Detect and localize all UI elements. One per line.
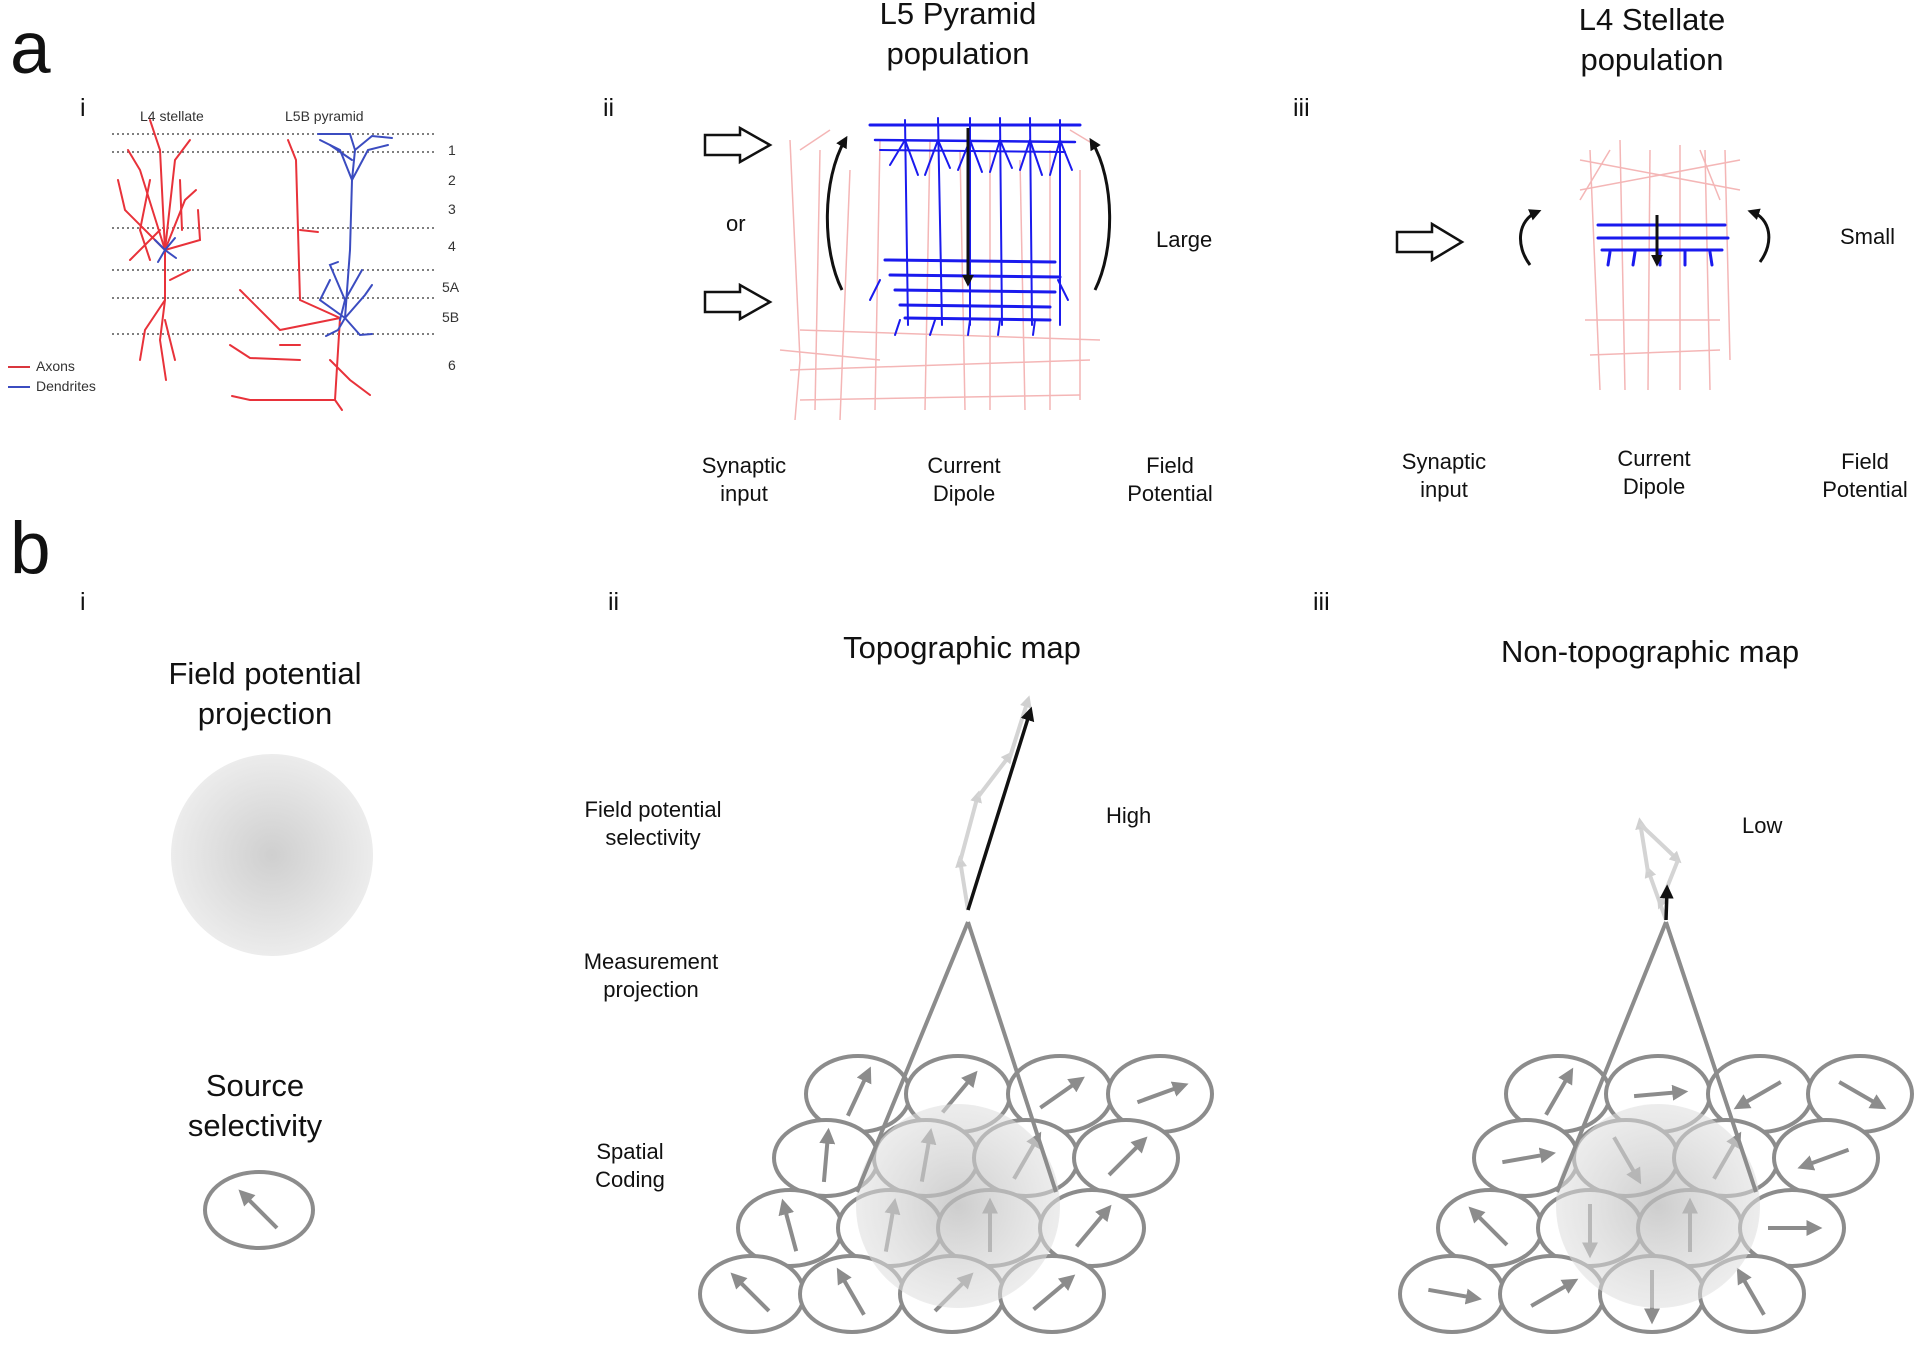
topo-vector-chain <box>955 695 1032 911</box>
panel-b-i-graphics <box>171 754 373 1250</box>
field-projection-blob <box>171 754 373 956</box>
synaptic-input-arrows <box>703 125 773 322</box>
a-ii-or-label: or <box>726 211 746 236</box>
input-arrow-top <box>703 125 773 165</box>
b-i-source-selectivity: Source selectivity <box>187 1068 323 1143</box>
panel-a-ii-population <box>703 117 1112 421</box>
a-iii-current-dipole: Current Dipole <box>1617 446 1691 500</box>
nontopo-projection-blob <box>1556 1104 1760 1308</box>
a-ii-magnitude: Large <box>1156 227 1213 252</box>
b-ii-roman: ii <box>608 588 620 616</box>
b-iii-magnitude: Low <box>1742 813 1783 838</box>
layer-label: 6 <box>448 357 456 373</box>
a-i-legend: Axons Dendrites <box>8 356 96 396</box>
nontopo-resultant-arrow <box>1659 884 1674 921</box>
b-iii-roman: iii <box>1313 588 1330 616</box>
layer-boundaries <box>112 133 436 335</box>
source-direction-arrow <box>1428 1287 1482 1305</box>
panel-b-ii-graphics <box>698 695 1214 1334</box>
input-arrow-stellate <box>1395 221 1465 263</box>
source-direction-arrow <box>1136 1081 1189 1105</box>
nontopo-projection-line-left <box>1555 921 1668 1193</box>
layer-label: 1 <box>448 142 456 158</box>
source-direction-arrow <box>1032 1274 1076 1311</box>
layer-label: 4 <box>448 238 456 254</box>
source-selectivity-arrow <box>238 1189 279 1230</box>
a-ii-field-potential: Field Potential <box>1127 453 1213 507</box>
layer-label: 5B <box>442 309 460 325</box>
panel-label-b: b <box>10 508 51 589</box>
source-direction-arrow <box>730 1272 771 1313</box>
topo-projection-line-right <box>966 921 1058 1193</box>
b-ii-magnitude: High <box>1106 803 1152 828</box>
layer-label: 2 <box>448 172 456 188</box>
b-ii-row-spatial: Spatial Coding <box>595 1139 665 1193</box>
topo-resultant-arrow <box>966 706 1035 911</box>
source-direction-arrow <box>836 1267 866 1316</box>
a-iii-roman: iii <box>1293 94 1310 122</box>
a-i-l4-stellate-label: L4 stellate <box>140 108 204 124</box>
a-iii-field-potential: Field Potential <box>1822 449 1908 503</box>
source-direction-arrow <box>1468 1206 1509 1247</box>
source-direction-arrow <box>1107 1136 1148 1177</box>
panel-a-i-neurons <box>112 119 436 411</box>
panel-label-a: a <box>10 8 51 89</box>
stellate-field-curve-right <box>1747 208 1771 263</box>
stellate-dendrites <box>1596 223 1730 267</box>
a-ii-roman: ii <box>603 94 615 122</box>
layer-label: 5A <box>442 279 460 295</box>
l5b-pyramid-neuron <box>229 133 393 411</box>
l4-stellate-neuron <box>117 119 202 381</box>
source-direction-arrow <box>1039 1076 1085 1110</box>
a-iii-synaptic-input: Synaptic input <box>1401 449 1487 503</box>
b-i-field-projection: Field potential projection <box>168 656 362 731</box>
legend-axons-swatch <box>8 366 30 369</box>
b-ii-row-measurement: Measurement projection <box>583 949 719 1003</box>
a-i-roman: i <box>80 94 86 122</box>
legend-dendrites: Dendrites <box>8 376 96 396</box>
a-ii-title: L5 Pyramid population <box>879 0 1037 71</box>
source-direction-arrow <box>1075 1204 1112 1248</box>
layer-label: 3 <box>448 201 456 217</box>
panel-b-iii-graphics <box>1398 817 1914 1334</box>
source-direction-arrow <box>1838 1080 1887 1110</box>
nontopo-projection-line-right <box>1664 921 1758 1193</box>
source-direction-arrow <box>1502 1147 1556 1165</box>
b-ii-row-selectivity: Field potential selectivity <box>584 797 722 851</box>
a-i-l5b-pyramid-label: L5B pyramid <box>285 108 364 124</box>
nontopo-vector-chain <box>1635 817 1682 921</box>
legend-axons: Axons <box>8 356 96 376</box>
source-direction-arrow <box>1733 1080 1782 1110</box>
legend-axons-label: Axons <box>36 358 75 374</box>
a-iii-magnitude: Small <box>1840 224 1896 249</box>
a-iii-title: L4 Stellate population <box>1578 2 1726 77</box>
panel-a-iii-population <box>1395 139 1771 391</box>
source-direction-arrow <box>1797 1147 1850 1171</box>
legend-dendrites-swatch <box>8 386 30 389</box>
a-ii-synaptic-input: Synaptic input <box>701 453 787 507</box>
topo-projection-line-left <box>855 921 970 1193</box>
stellate-field-curve-left <box>1518 209 1542 266</box>
field-curve-left <box>825 135 848 291</box>
field-curve-right <box>1089 137 1112 291</box>
b-ii-title: Topographic map <box>843 630 1081 665</box>
source-direction-arrow <box>1736 1267 1766 1316</box>
source-direction-arrow <box>819 1127 836 1183</box>
source-direction-arrow <box>778 1198 799 1252</box>
faint-stellate-axons <box>1579 139 1741 391</box>
source-direction-arrow <box>1633 1084 1689 1101</box>
b-iii-title: Non-topographic map <box>1500 634 1800 669</box>
input-arrow-bottom <box>703 282 773 322</box>
b-i-roman: i <box>80 588 86 616</box>
legend-dendrites-label: Dendrites <box>36 378 96 394</box>
source-direction-arrow <box>1544 1067 1574 1116</box>
source-direction-arrow <box>1530 1278 1579 1308</box>
pyramid-dendrites <box>868 117 1082 336</box>
a-ii-current-dipole: Current Dipole <box>927 453 1001 507</box>
source-direction-arrow <box>846 1066 872 1117</box>
topographic-projection-blob <box>856 1104 1060 1308</box>
